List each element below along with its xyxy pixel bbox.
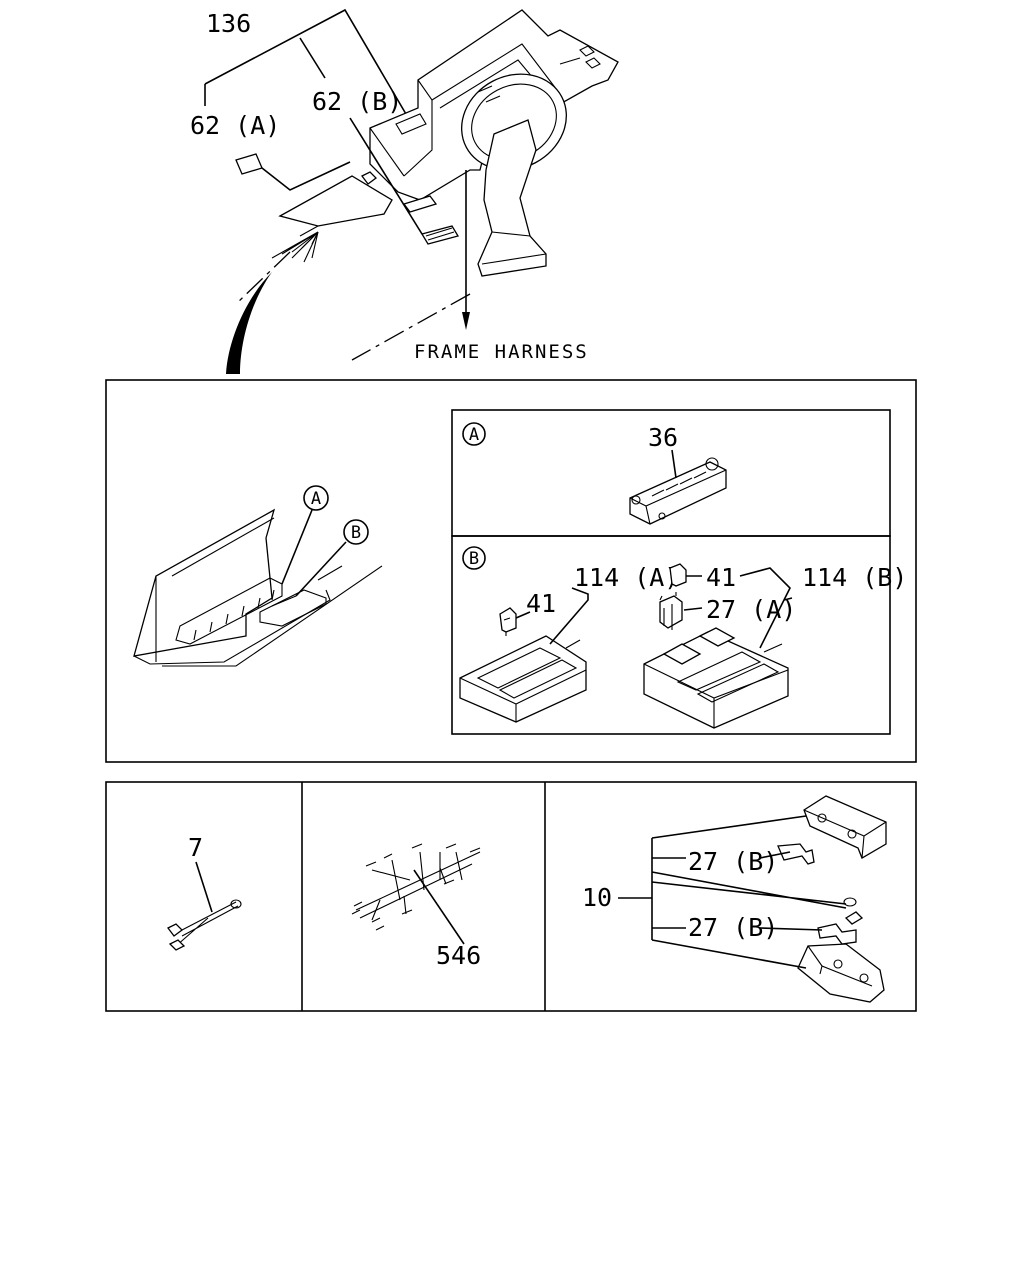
label-546: 546 [436, 941, 481, 970]
label-62b: 62 (B) [312, 87, 402, 116]
leader-62b [349, 117, 423, 235]
label-41-left: 41 [526, 589, 556, 618]
leader-62a [261, 161, 351, 191]
view-b-panel [451, 535, 891, 735]
label-36: 36 [648, 423, 678, 452]
part-41-right-connector [669, 563, 687, 587]
label-136: 136 [206, 9, 251, 38]
wire-fan [271, 231, 319, 263]
frame-harness-arrow [462, 312, 470, 330]
bottom-panel [105, 781, 917, 1012]
part-27a-connector [659, 595, 683, 629]
part-36-relay-base [629, 449, 727, 525]
lower-bus-bar [817, 923, 857, 945]
top-assembly-drawing [204, 8, 619, 374]
label-10: 10 [582, 883, 612, 912]
fuse-block-overview [133, 485, 383, 667]
leader-10 [618, 815, 847, 969]
part-7-wire [167, 861, 242, 951]
part-114a-block [459, 635, 587, 723]
leader-marker-b [295, 541, 347, 597]
terminal-base [797, 943, 885, 1003]
view-b-letter: B [469, 549, 479, 569]
label-114a: 114 (A) [574, 563, 679, 592]
part-41-left-connector [499, 607, 517, 633]
connector-62a-part [235, 153, 263, 175]
part-10-assembly [618, 795, 887, 1003]
label-27a: 27 (A) [706, 595, 796, 624]
label-41-right: 41 [706, 563, 736, 592]
leader-136 [204, 8, 414, 127]
view-a-circle [462, 422, 486, 446]
view-a-letter: A [469, 425, 479, 445]
upper-bus-bar [777, 843, 815, 865]
fuse-panel-shelf [278, 175, 393, 227]
leader-114a [515, 587, 589, 645]
cover-bracket [803, 795, 887, 859]
part-546-harness [351, 843, 481, 945]
steering-wheel [461, 73, 567, 171]
detail-panel [105, 379, 917, 763]
leader-114b [686, 567, 791, 649]
marker-b-circle [343, 519, 369, 545]
marker-a-letter: A [311, 489, 321, 509]
label-27b-upper: 27 (B) [688, 847, 778, 876]
part-114b-block [643, 627, 789, 729]
label-7: 7 [188, 833, 203, 862]
marker-b-letter: B [351, 523, 361, 543]
label-27b-lower: 27 (B) [688, 913, 778, 942]
view-b-circle [462, 546, 486, 570]
label-frame-harness: FRAME HARNESS [414, 341, 589, 363]
label-62a: 62 (A) [190, 111, 280, 140]
label-114b: 114 (B) [802, 563, 907, 592]
marker-a-circle [303, 485, 329, 511]
detail-callout-curve [226, 272, 272, 374]
leader-marker-a [281, 509, 313, 585]
